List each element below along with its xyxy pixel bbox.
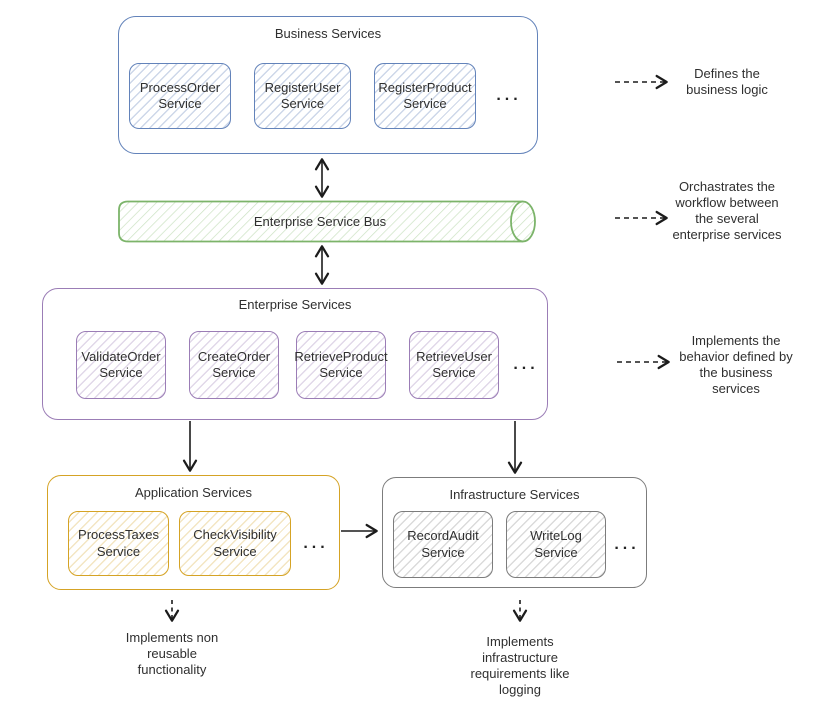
service-box-writelog: WriteLog Service [506, 511, 606, 578]
service-box-recordaudit: RecordAudit Service [393, 511, 493, 578]
application-services-title: Application Services [134, 485, 253, 500]
service-box-processorder: ProcessOrder Service [129, 63, 231, 129]
service-box-retrieveproduct: RetrieveProduct Service [294, 331, 388, 399]
application-services-box: Application Services ProcessTaxes Servic… [47, 475, 340, 590]
business-services-box: Business Services ProcessOrder Service R… [118, 16, 538, 154]
service-box-processtaxes: ProcessTaxes Service [68, 511, 169, 576]
application-ellipsis: ... [303, 534, 329, 552]
annotation-enterprise-behavior: Implements the behavior defined by the b… [679, 333, 793, 396]
enterprise-services-box: Enterprise Services ValidateOrder Servic… [42, 288, 548, 420]
esb-label: Enterprise Service Bus [253, 214, 387, 229]
infrastructure-services-box: Infrastructure Services RecordAudit Serv… [382, 477, 647, 588]
annotation-application-nonreusable: Implements non reusable functionality [125, 630, 219, 677]
business-ellipsis: ... [496, 87, 522, 104]
service-box-retrieveuser: RetrieveUser Service [409, 331, 499, 399]
annotation-infrastructure-logging: Implements infrastructure requirements l… [470, 634, 570, 697]
enterprise-ellipsis: ... [513, 356, 539, 373]
enterprise-services-title: Enterprise Services [238, 297, 352, 312]
infrastructure-services-title: Infrastructure Services [449, 487, 580, 502]
annotation-esb-orchestration: Orchastrates the workflow between the se… [672, 179, 782, 242]
service-box-createorder: CreateOrder Service [189, 331, 279, 399]
annotation-business-logic: Defines the business logic [686, 66, 768, 97]
service-box-registerproduct: RegisterProduct Service [374, 63, 476, 129]
service-box-registeruser: RegisterUser Service [254, 63, 351, 129]
infrastructure-ellipsis: ... [614, 535, 640, 553]
service-box-validateorder: ValidateOrder Service [76, 331, 166, 399]
service-box-checkvisibility: CheckVisibility Service [179, 511, 291, 576]
business-services-title: Business Services [274, 26, 382, 41]
